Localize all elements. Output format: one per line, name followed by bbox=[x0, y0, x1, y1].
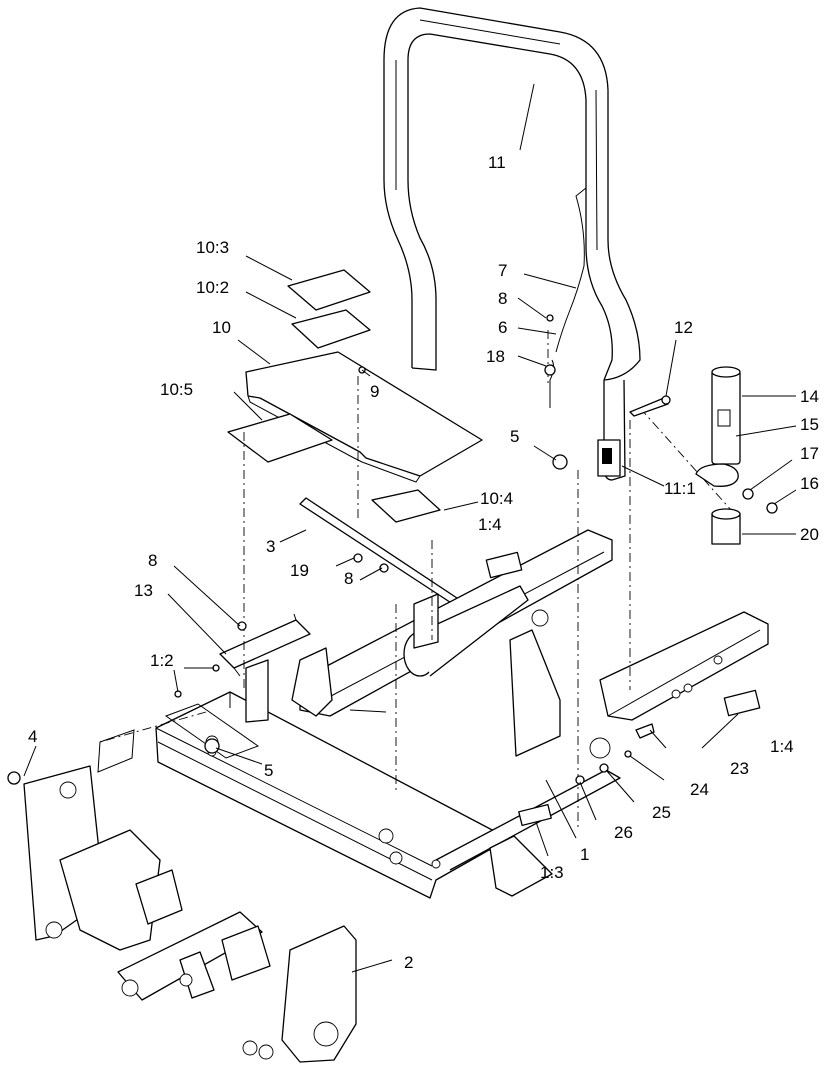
callout-6: 6 bbox=[498, 318, 507, 337]
seat-belt-part-7 bbox=[544, 187, 587, 408]
callout-10-3: 10:3 bbox=[196, 238, 229, 257]
callout-9: 9 bbox=[370, 382, 379, 401]
clamp-part-15 bbox=[695, 463, 739, 487]
nut-part-17 bbox=[742, 488, 754, 500]
callout-10-5: 10:5 bbox=[160, 380, 193, 399]
nut-part-5-top bbox=[552, 454, 568, 470]
decal-1-4-right bbox=[723, 689, 761, 717]
callout-1: 1 bbox=[580, 845, 589, 864]
bolt-part-12 bbox=[629, 395, 671, 417]
callout-7: 7 bbox=[498, 261, 507, 280]
callout-14: 14 bbox=[800, 387, 819, 406]
decal-10-5 bbox=[227, 413, 333, 463]
callout-25: 25 bbox=[652, 803, 671, 822]
strap-part-3 bbox=[299, 497, 467, 611]
assembly-lines bbox=[99, 330, 741, 828]
leader-lines bbox=[23, 255, 797, 973]
callout-11-1: 11:1 bbox=[664, 479, 696, 498]
decal-1-3 bbox=[518, 803, 552, 827]
callout-19: 19 bbox=[290, 561, 309, 580]
callout-10-4: 10:4 bbox=[480, 489, 513, 508]
callout-1-4-top: 1:4 bbox=[478, 515, 502, 534]
roll-bar-decal-11-1 bbox=[602, 448, 612, 464]
callout-2: 2 bbox=[404, 953, 413, 972]
callout-10: 10 bbox=[212, 318, 231, 337]
callout-4: 4 bbox=[28, 727, 37, 746]
deck-lift-part-2 bbox=[23, 765, 357, 1063]
callout-1-4-right: 1:4 bbox=[770, 737, 794, 756]
decal-10-3 bbox=[287, 269, 371, 311]
callout-23: 23 bbox=[730, 759, 749, 778]
callout-20: 20 bbox=[800, 525, 819, 544]
callout-18: 18 bbox=[486, 347, 505, 366]
callout-24: 24 bbox=[690, 780, 709, 799]
seat-pan-part-10 bbox=[227, 269, 483, 523]
callout-1-2: 1:2 bbox=[150, 651, 174, 670]
callout-12: 12 bbox=[674, 318, 693, 337]
roll-bar-part-11 bbox=[383, 7, 641, 481]
callout-8-left: 8 bbox=[148, 551, 157, 570]
callout-5-top: 5 bbox=[510, 427, 519, 446]
callout-labels: 11 10:3 10:2 10 10:5 9 7 8 6 18 12 14 15… bbox=[28, 153, 819, 972]
bracket-part-13 bbox=[219, 613, 311, 677]
callout-8-top: 8 bbox=[498, 289, 507, 308]
callout-10-2: 10:2 bbox=[196, 278, 229, 297]
callout-13: 13 bbox=[134, 581, 153, 600]
callout-3: 3 bbox=[266, 537, 275, 556]
main-frame-part-1 bbox=[97, 529, 769, 899]
decal-1-4-top bbox=[485, 551, 523, 579]
callout-15: 15 bbox=[800, 415, 819, 434]
cup-part-20 bbox=[711, 508, 741, 545]
callout-17: 17 bbox=[800, 444, 819, 463]
callout-16: 16 bbox=[800, 474, 819, 493]
callout-11: 11 bbox=[488, 153, 506, 172]
decal-10-4 bbox=[371, 489, 441, 523]
callout-26: 26 bbox=[614, 823, 633, 842]
holder-part-14 bbox=[711, 366, 741, 465]
callout-1-3: 1:3 bbox=[540, 863, 564, 882]
decal-10-2 bbox=[291, 309, 371, 349]
bolt-part-16 bbox=[766, 502, 778, 514]
callout-5-bottom: 5 bbox=[264, 761, 273, 780]
callout-8-mid: 8 bbox=[344, 569, 353, 588]
